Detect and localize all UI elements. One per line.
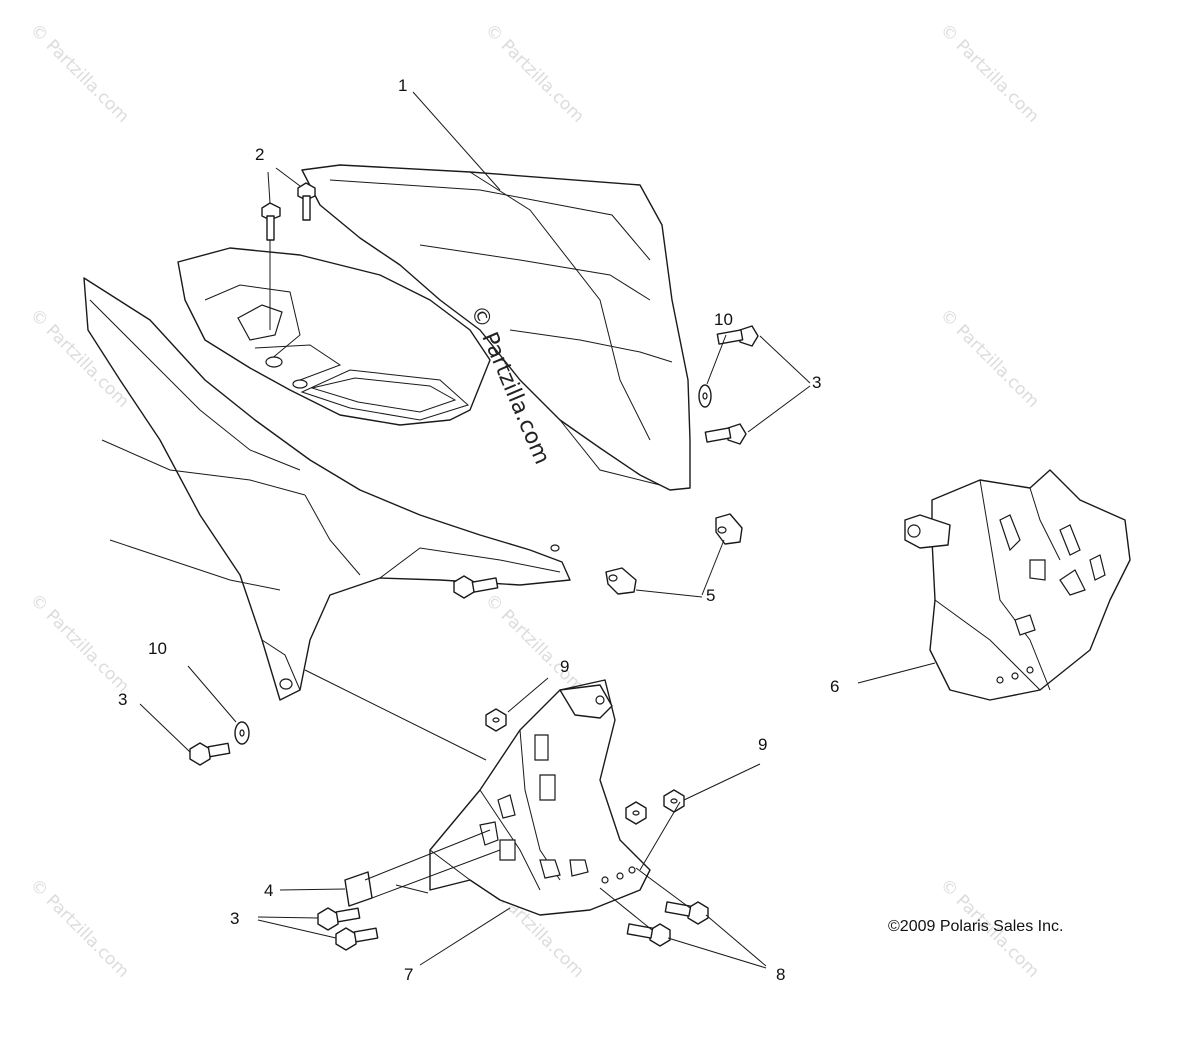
bolt-8-b	[626, 923, 671, 947]
callout-4: 4	[264, 881, 274, 900]
callout-6: 6	[830, 677, 840, 696]
callout-2: 2	[255, 145, 265, 164]
callout-3: 3	[118, 690, 128, 709]
bolt-under-fender	[453, 575, 499, 599]
callout-7: 7	[404, 965, 414, 984]
callout-1: 1	[398, 76, 408, 95]
bolt-3-b	[704, 423, 747, 445]
callout-3: 3	[230, 909, 240, 928]
bracket-7	[429, 679, 651, 916]
callout-10: 10	[714, 310, 733, 329]
guard-6	[904, 469, 1131, 701]
nut-9-a	[485, 708, 507, 732]
rear-fender	[83, 164, 691, 701]
nut-9-c	[663, 789, 685, 813]
copyright-notice: ©2009 Polaris Sales Inc.	[888, 918, 1064, 935]
callout-8: 8	[776, 965, 786, 984]
washer-10-b	[234, 721, 250, 745]
callout-10: 10	[148, 639, 167, 658]
clip-nut-5-a	[715, 513, 743, 545]
bolt-3-e	[335, 927, 379, 951]
washer-10-a	[698, 384, 712, 408]
callout-3: 3	[812, 373, 822, 392]
bolt-3-c	[189, 742, 231, 766]
screw-2-b	[297, 182, 316, 221]
nut-9-b	[625, 801, 647, 825]
screw-2-a	[261, 202, 281, 241]
bolt-8-a	[664, 901, 709, 925]
callout-5: 5	[706, 586, 716, 605]
leader-lines	[139, 91, 936, 969]
callout-9: 9	[758, 735, 768, 754]
bolt-3-d	[317, 907, 361, 931]
label-4	[344, 871, 373, 907]
clip-nut-5-b	[605, 567, 637, 595]
callout-9: 9	[560, 657, 570, 676]
